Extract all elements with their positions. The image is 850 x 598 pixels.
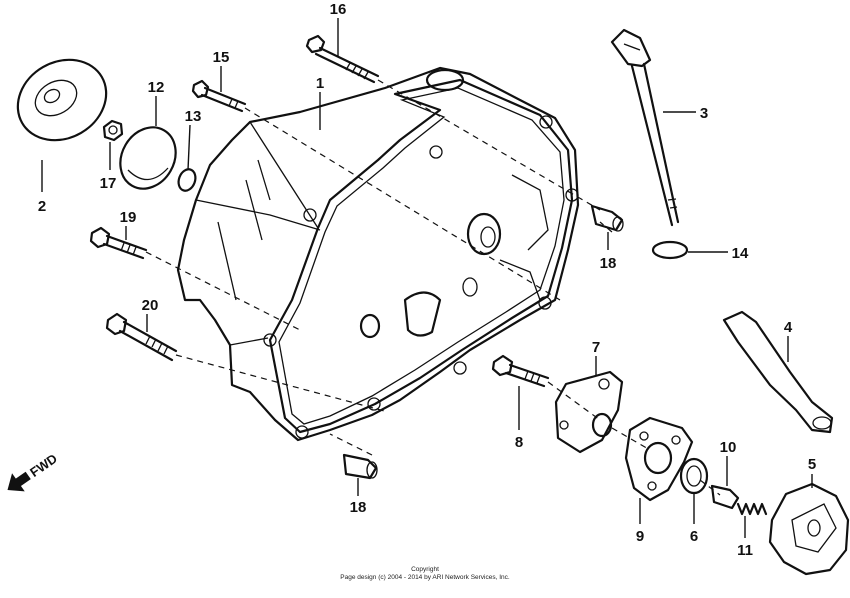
cap-disc	[16, 58, 108, 142]
dipstick-o-ring	[651, 240, 689, 260]
callout-7: 7	[592, 339, 600, 356]
leader-lines	[41, 18, 813, 538]
alignment-lines	[145, 79, 721, 496]
bolt-19	[89, 226, 148, 260]
lever-arm	[722, 310, 834, 434]
bolt-medium	[191, 79, 247, 113]
gasket-plate	[624, 416, 694, 502]
callout-20: 20	[142, 297, 159, 314]
o-ring	[177, 168, 197, 192]
nut	[102, 119, 124, 142]
bolt-20	[105, 312, 178, 362]
callout-4: 4	[784, 319, 793, 336]
callout-19: 19	[120, 209, 137, 226]
callout-10: 10	[720, 439, 737, 456]
bracket-plate	[554, 370, 624, 454]
cover-cap	[119, 126, 177, 190]
copyright-notice: Copyright Page design (c) 2004 - 2014 by…	[0, 566, 850, 582]
callout-1: 1	[316, 75, 324, 92]
stud-bolt	[491, 354, 550, 388]
callout-3: 3	[700, 105, 708, 122]
callout-16: 16	[330, 1, 347, 18]
dowel-pin-bottom	[342, 453, 378, 480]
callout-6: 6	[690, 528, 698, 545]
callout-8: 8	[515, 434, 523, 451]
bolt-long-top	[305, 34, 380, 84]
pin	[710, 484, 740, 510]
callout-15: 15	[213, 49, 230, 66]
callout-12: 12	[148, 79, 165, 96]
copyright-line-1: Copyright	[411, 566, 439, 573]
spring	[736, 502, 768, 516]
spring-collar	[679, 457, 709, 495]
copyright-line-2: Page design (c) 2004 - 2014 by ARI Netwo…	[340, 574, 510, 581]
crankcase-cover	[176, 66, 580, 442]
callout-14: 14	[732, 245, 749, 262]
callout-9: 9	[636, 528, 644, 545]
callout-17: 17	[100, 175, 117, 192]
fwd-label: FWD	[27, 451, 60, 480]
dipstick	[610, 28, 680, 227]
callout-13: 13	[185, 108, 202, 125]
impeller	[768, 482, 850, 576]
callout-11: 11	[737, 542, 753, 559]
callout-18-bottom: 18	[350, 499, 367, 516]
callout-5: 5	[808, 456, 816, 473]
dowel-pin-right	[590, 204, 624, 232]
callout-18-right: 18	[600, 255, 617, 272]
callout-2: 2	[38, 198, 46, 215]
forward-arrow-icon: FWD	[7, 451, 60, 492]
